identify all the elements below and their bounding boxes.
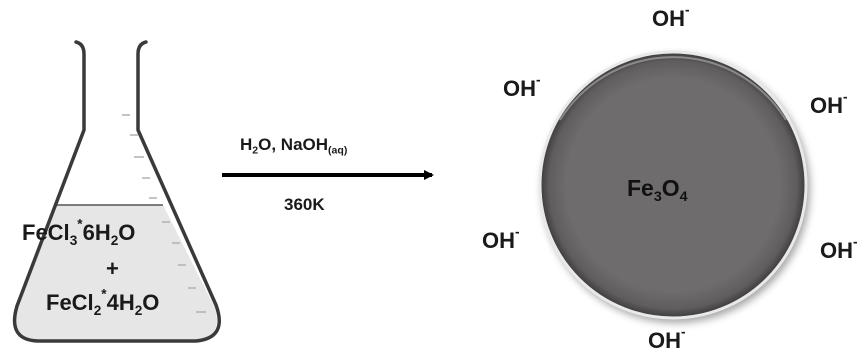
reaction-conditions-temperature: 360K <box>284 195 325 214</box>
hydroxide-top: OH- <box>652 2 690 31</box>
hydroxide-upper-left: OH- <box>503 72 541 101</box>
plus-sign: + <box>106 256 119 281</box>
graduation-marks <box>122 114 206 313</box>
reagent-fecl3-label: FeCl3*6H2O <box>22 216 136 248</box>
erlenmeyer-flask <box>12 40 221 343</box>
flask-glass-outline <box>12 40 221 343</box>
fe3o4-nanoparticle <box>538 50 808 320</box>
reagent-fecl2-label: FeCl2*4H2O <box>46 286 160 318</box>
core-fe3o4-label: Fe3O4 <box>627 175 688 205</box>
reaction-conditions-reagents: H2O, NaOH(aq) <box>240 135 348 157</box>
hydroxide-upper-right: OH- <box>810 89 848 118</box>
hydroxide-lower-right: OH- <box>820 234 858 263</box>
flask-liquid <box>13 205 217 340</box>
hydroxide-bottom: OH- <box>648 324 686 353</box>
hydroxide-lower-left: OH- <box>482 224 520 253</box>
